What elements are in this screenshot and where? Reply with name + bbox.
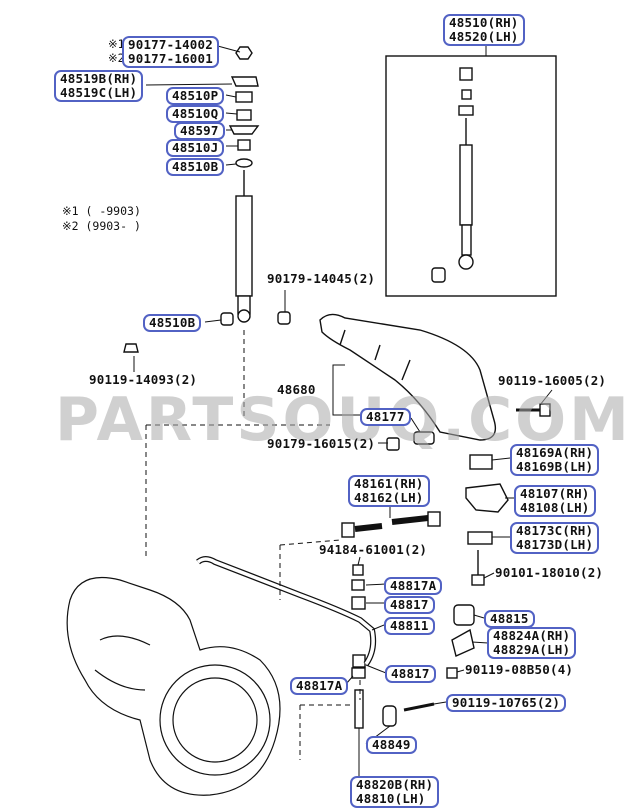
part-label-48817a-top[interactable]: 48817A bbox=[384, 577, 443, 595]
part-number: 90177-16001 bbox=[128, 51, 213, 66]
part-label-48680[interactable]: 48680 bbox=[277, 382, 316, 397]
watermark: PARTSOUQ.COM bbox=[55, 385, 628, 455]
part-label-90179-14045[interactable]: 90179-14045(2) bbox=[267, 271, 376, 286]
crossmember bbox=[319, 313, 497, 441]
part-label-48510p[interactable]: 48510P bbox=[166, 87, 225, 105]
bushing-48177 bbox=[413, 431, 435, 445]
part-label-48824-48829[interactable]: 48824A(RH) 48829A(LH) bbox=[487, 627, 577, 659]
part-label-90177[interactable]: 90177-14002 90177-16001 bbox=[122, 36, 219, 68]
part-number: 48161(RH) bbox=[354, 476, 424, 491]
part-number: 48162(LH) bbox=[354, 490, 424, 505]
part-label-48817-low[interactable]: 48817 bbox=[385, 665, 436, 683]
part-label-48510b-top[interactable]: 48510B bbox=[166, 158, 225, 176]
legend-note-2: ※2 (9903- ) bbox=[62, 219, 141, 233]
part-label-48849[interactable]: 48849 bbox=[366, 736, 417, 754]
part-number: 48520(LH) bbox=[449, 29, 519, 44]
part-label-48173[interactable]: 48173C(RH) 48173D(LH) bbox=[510, 522, 600, 554]
part-label-48510q[interactable]: 48510Q bbox=[166, 105, 225, 123]
knuckle-assembly bbox=[66, 576, 281, 796]
stabilizer-bushings bbox=[341, 511, 475, 729]
part-number: 48829A(LH) bbox=[493, 642, 571, 657]
part-label-48817a-low[interactable]: 48817A bbox=[290, 677, 349, 695]
left-shock-absorber bbox=[123, 46, 291, 353]
inset-box bbox=[385, 55, 557, 297]
leader-lines bbox=[133, 44, 553, 781]
part-number: 48169B(LH) bbox=[516, 459, 594, 474]
part-number: 48173D(LH) bbox=[516, 537, 594, 552]
part-label-48177[interactable]: 48177 bbox=[360, 408, 411, 426]
part-number: 48108(LH) bbox=[520, 500, 590, 515]
part-number: 90177-14002 bbox=[128, 37, 213, 52]
part-label-90119-16005[interactable]: 90119-16005(2) bbox=[498, 373, 607, 388]
part-label-48161-48162[interactable]: 48161(RH) 48162(LH) bbox=[348, 475, 430, 507]
part-label-48820-48810[interactable]: 48820B(RH) 48810(LH) bbox=[350, 776, 440, 808]
part-label-94184-61001[interactable]: 94184-61001(2) bbox=[319, 542, 428, 557]
part-label-48817-top[interactable]: 48817 bbox=[384, 596, 435, 614]
stabilizer-bar bbox=[196, 556, 377, 666]
part-label-90119-14093[interactable]: 90119-14093(2) bbox=[89, 372, 198, 387]
part-label-90119-10765[interactable]: 90119-10765(2) bbox=[446, 694, 567, 712]
part-label-90119-08b50[interactable]: 90119-08B50(4) bbox=[465, 662, 574, 677]
part-label-48597[interactable]: 48597 bbox=[174, 122, 225, 140]
part-label-90179-16015[interactable]: 90179-16015(2) bbox=[267, 436, 376, 451]
part-number: 48519B(RH) bbox=[60, 71, 138, 86]
part-label-90101-18010[interactable]: 90101-18010(2) bbox=[495, 565, 604, 580]
part-number: 48519C(LH) bbox=[60, 85, 138, 100]
part-number: 48510(RH) bbox=[449, 15, 519, 30]
note-prefix-2: ※2 bbox=[108, 51, 125, 65]
note-prefix-1: ※1 bbox=[108, 37, 125, 51]
legend-note-1: ※1 ( -9903) bbox=[62, 204, 141, 218]
part-label-48107-48108[interactable]: 48107(RH) 48108(LH) bbox=[514, 485, 596, 517]
part-number: 48810(LH) bbox=[356, 791, 426, 806]
part-label-48510b-low[interactable]: 48510B bbox=[143, 314, 202, 332]
part-number: 48107(RH) bbox=[520, 486, 590, 501]
part-label-48510-48520[interactable]: 48510(RH) 48520(LH) bbox=[443, 14, 525, 46]
part-label-48519[interactable]: 48519B(RH) 48519C(LH) bbox=[54, 70, 144, 102]
guide-lines bbox=[145, 330, 361, 760]
part-number: 48173C(RH) bbox=[516, 523, 594, 538]
inset-shock-absorber bbox=[431, 67, 474, 283]
part-label-48811[interactable]: 48811 bbox=[384, 617, 435, 635]
part-number: 48824A(RH) bbox=[493, 628, 571, 643]
part-label-48169[interactable]: 48169A(RH) 48169B(LH) bbox=[510, 444, 600, 476]
part-number: 48169A(RH) bbox=[516, 445, 594, 460]
part-label-48510j[interactable]: 48510J bbox=[166, 139, 225, 157]
part-number: 48820B(RH) bbox=[356, 777, 434, 792]
part-label-48815[interactable]: 48815 bbox=[484, 610, 535, 628]
